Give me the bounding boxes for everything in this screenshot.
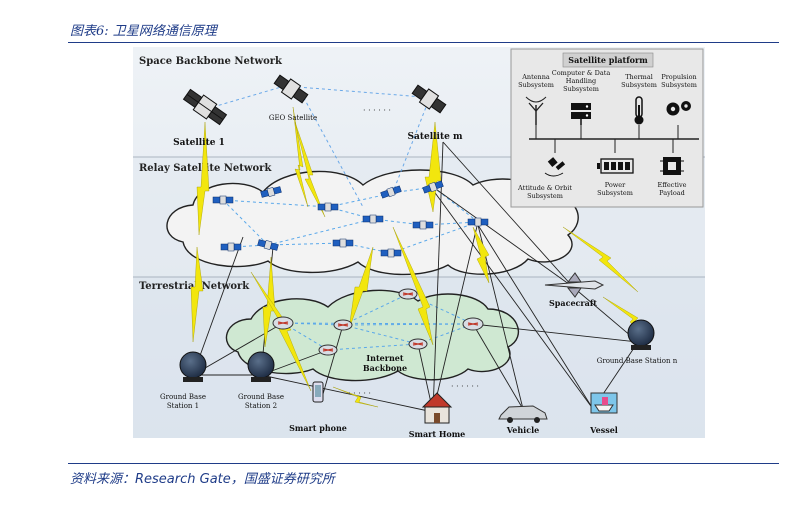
attitude-label: Subsystem [527, 192, 563, 200]
terrestrial-layer-label: Terrestrial Network [139, 281, 250, 292]
source-note: 资料来源：Research Gate，国盛证券研究所 [70, 472, 335, 487]
satellite-m-label: Satellite m [407, 132, 462, 142]
ground-station-n-icon [627, 319, 655, 350]
smart-home-icon [421, 392, 453, 424]
geo-satellite-icon [273, 74, 309, 104]
smart-home-label: Smart Home [409, 429, 466, 438]
figure-caption: 图表6: 卫星网络通信原理 [70, 24, 217, 39]
satellite-m-icon [411, 84, 447, 114]
propulsion-label: Propulsion [661, 73, 696, 81]
antenna-icon [525, 96, 547, 125]
power-label: Power [605, 181, 626, 189]
smart-phone-icon [312, 381, 324, 403]
power-label: Subsystem [597, 189, 633, 197]
computer-label: Subsystem [563, 85, 599, 93]
thermal-label: Thermal [625, 73, 653, 81]
vessel-icon [590, 392, 618, 414]
ground-station-2-label: Ground Base [238, 393, 284, 401]
bottom-rule [68, 463, 779, 464]
terminal-ellipsis-2: · · · · · · [451, 382, 479, 391]
battery-icon [597, 158, 634, 174]
spacecraft-label: Spacecraft [549, 298, 597, 308]
internet-mesh [282, 293, 474, 351]
thermometer-icon [634, 96, 644, 125]
space-ellipsis: · · · · · · [363, 106, 391, 115]
ground-station-1-label: Station 1 [167, 402, 199, 410]
platform-title-box [562, 52, 654, 68]
router-nodes [272, 288, 484, 356]
internet-backbone-label: Internet [366, 353, 403, 363]
space-links [212, 84, 429, 208]
chip-icon [660, 157, 684, 175]
vessel-label: Vessel [589, 425, 618, 435]
gears-icon [666, 101, 691, 116]
antenna-label: Antenna [521, 73, 550, 81]
vehicle-label: Vehicle [506, 425, 539, 435]
space-layer-label: Space Backbone Network [139, 56, 283, 67]
ground-station-2-label: Station 2 [245, 402, 277, 410]
payload-label: Payload [659, 189, 685, 197]
computer-label: Computer & Data [552, 69, 611, 77]
geo-satellite-label: GEO Satellite [269, 114, 317, 122]
network-diagram: Space Backbone Network Relay Satellite N… [133, 47, 705, 438]
attitude-label: Attitude & Orbit [517, 184, 572, 192]
ground-station-1-icon [179, 351, 207, 382]
thermal-label: Subsystem [621, 81, 657, 89]
platform-title: Satellite platform [568, 55, 648, 65]
payload-label: Effective [657, 181, 686, 189]
server-icon [571, 103, 591, 125]
smart-phone-label: Smart phone [289, 423, 347, 433]
satellite-platform-panel [510, 48, 704, 208]
satellite-1-icon [182, 88, 228, 126]
computer-label: Handling [566, 77, 596, 85]
satellite-1-label: Satellite 1 [173, 138, 225, 148]
top-rule [68, 42, 779, 43]
vehicle-icon [498, 405, 548, 423]
internet-backbone-label: Backbone [363, 363, 407, 373]
propulsion-label: Subsystem [661, 81, 697, 89]
ground-station-2-icon [247, 351, 275, 382]
spacecraft-icon [544, 272, 605, 298]
antenna-label: Subsystem [518, 81, 554, 89]
ground-station-1-label: Ground Base [160, 393, 206, 401]
relay-satellites [212, 180, 489, 258]
satellite-orbit-icon [544, 157, 566, 177]
terminal-ellipsis: · · · · · · [343, 389, 371, 398]
ground-station-n-label: Ground Base Station n [597, 357, 678, 365]
